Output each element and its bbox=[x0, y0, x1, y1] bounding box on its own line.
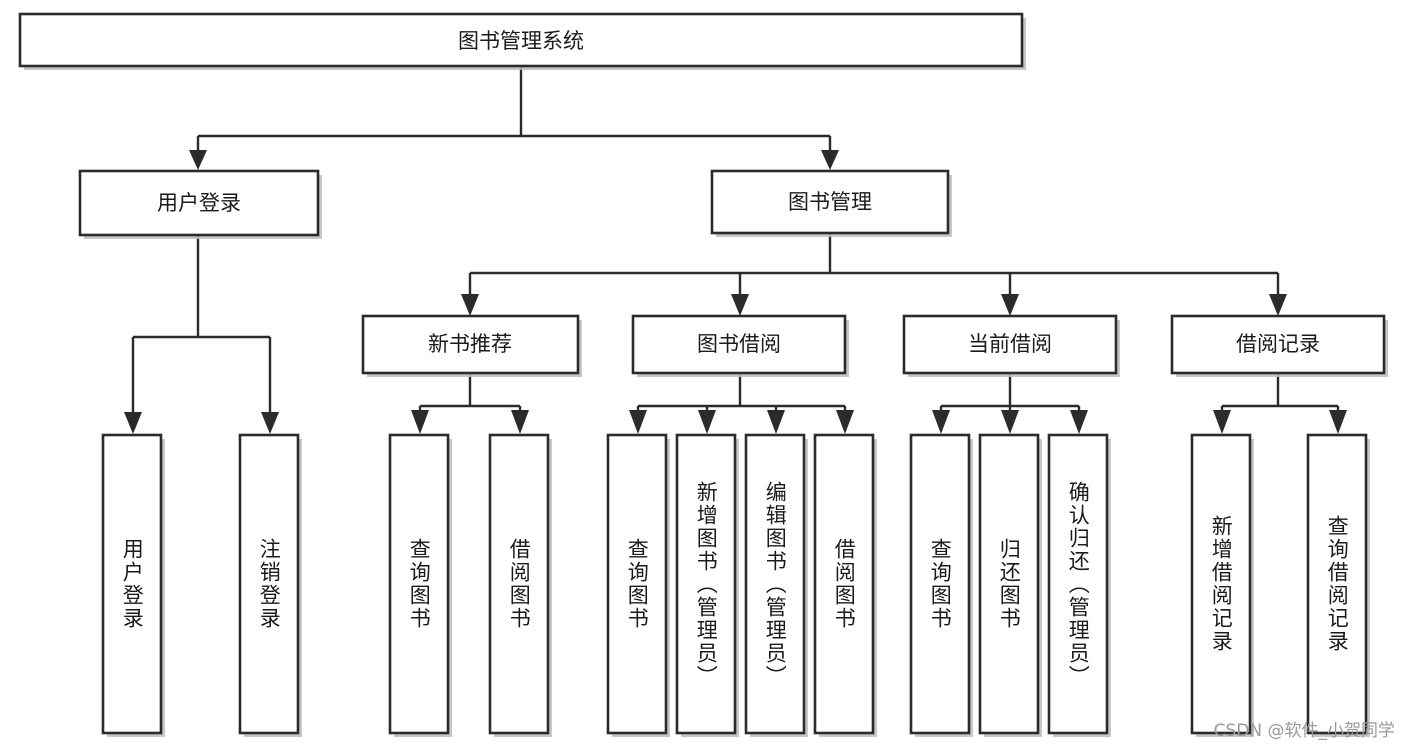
leaf-logout-login-box[interactable] bbox=[238, 433, 300, 735]
arrowhead-leaf-edit-book bbox=[767, 410, 785, 434]
arrowhead-book-borrow bbox=[731, 294, 749, 316]
current-borrow-label: 当前借阅 bbox=[968, 332, 1052, 356]
watermark-text: CSDN @软件_小贺同学 bbox=[1213, 721, 1395, 741]
node-current-borrow[interactable]: 当前借阅 bbox=[902, 314, 1120, 377]
leaf-confirm-return-box[interactable] bbox=[1047, 433, 1109, 735]
user-login-label: 用户登录 bbox=[157, 191, 241, 215]
arrowhead-leaf-return-book bbox=[1001, 410, 1019, 434]
arrowhead-leaf-borrow-book-1 bbox=[511, 410, 529, 434]
arrowhead-leaf-borrow-book-2 bbox=[836, 410, 854, 434]
new-book-recommend-label: 新书推荐 bbox=[428, 332, 512, 356]
arrowhead-leaf-query-book-3 bbox=[932, 410, 950, 434]
arrowhead-leaf-user-login bbox=[124, 412, 142, 434]
leaf-query-book-1-box[interactable] bbox=[388, 433, 450, 735]
node-root[interactable]: 图书管理系统 bbox=[18, 12, 1026, 70]
connector-layer bbox=[124, 66, 1347, 434]
borrow-record-label: 借阅记录 bbox=[1236, 332, 1320, 356]
arrowhead-leaf-query-record bbox=[1329, 410, 1347, 434]
leaf-return-book-box[interactable] bbox=[978, 433, 1040, 735]
arrowhead-leaf-query-book-2 bbox=[629, 410, 647, 434]
book-manage-label: 图书管理 bbox=[788, 190, 872, 214]
leaf-edit-book-box[interactable] bbox=[744, 433, 806, 735]
leaf-add-record-box[interactable] bbox=[1190, 433, 1252, 735]
arrowhead-leaf-confirm-return bbox=[1070, 410, 1088, 434]
leaf-query-record-box[interactable] bbox=[1306, 433, 1368, 735]
arrowhead-leaf-logout-login bbox=[261, 412, 279, 434]
leaf-query-book-2-box[interactable] bbox=[606, 433, 668, 735]
arrowhead-leaf-add-record bbox=[1213, 410, 1231, 434]
arrowhead-leaf-query-book-1 bbox=[411, 410, 429, 434]
arrowhead-current-borrow bbox=[1001, 294, 1019, 316]
new-book-recommend-box[interactable] bbox=[361, 314, 580, 375]
leaf-borrow-book-1-box[interactable] bbox=[488, 433, 550, 735]
arrowhead-user-login bbox=[189, 150, 207, 170]
book-manage-box[interactable] bbox=[710, 169, 950, 235]
root-label: 图书管理系统 bbox=[458, 29, 584, 53]
user-login-box[interactable] bbox=[78, 169, 320, 237]
current-borrow-box[interactable] bbox=[902, 314, 1118, 375]
arrowhead-borrow-record bbox=[1269, 294, 1287, 316]
root-box[interactable] bbox=[18, 12, 1024, 68]
node-new-book-recommend[interactable]: 新书推荐 bbox=[361, 314, 582, 377]
leaf-user-login-box[interactable] bbox=[101, 433, 163, 735]
book-borrow-label: 图书借阅 bbox=[697, 332, 781, 356]
node-borrow-record[interactable]: 借阅记录 bbox=[1170, 314, 1388, 377]
borrow-record-box[interactable] bbox=[1170, 314, 1386, 375]
arrowhead-book-manage bbox=[821, 150, 839, 170]
book-borrow-box[interactable] bbox=[631, 314, 847, 375]
leaf-box-layer bbox=[101, 433, 1370, 737]
leaf-add-book-box[interactable] bbox=[675, 433, 737, 735]
arrowhead-new-book-recommend bbox=[461, 294, 479, 316]
node-book-manage[interactable]: 图书管理 bbox=[710, 169, 952, 237]
leaf-query-book-3-box[interactable] bbox=[909, 433, 971, 735]
node-book-borrow[interactable]: 图书借阅 bbox=[631, 314, 849, 377]
arrowhead-leaf-add-book bbox=[698, 410, 716, 434]
node-user-login[interactable]: 用户登录 bbox=[78, 169, 322, 239]
leaf-borrow-book-2-box[interactable] bbox=[813, 433, 875, 735]
